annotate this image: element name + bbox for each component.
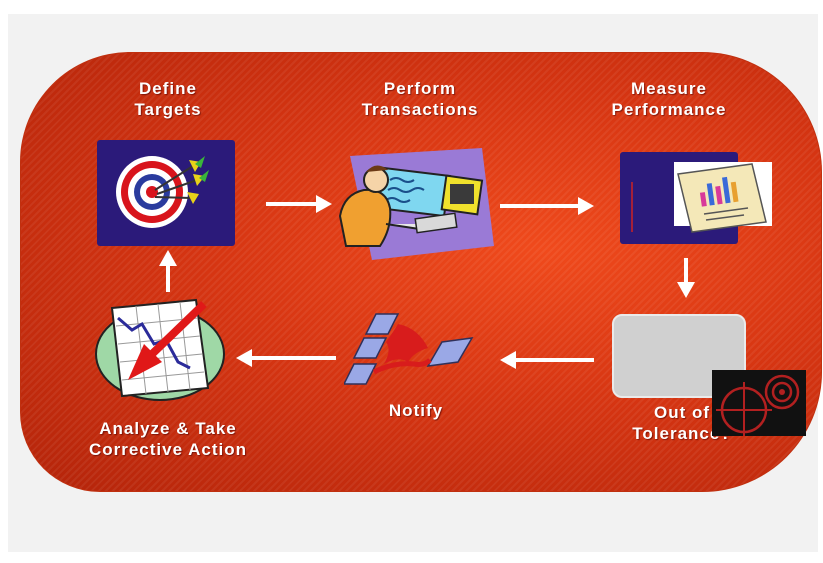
arrow-notify-to-analyze [236,349,336,367]
notify-label-line1: Notify [388,401,444,420]
declining-chart-icon [95,298,225,401]
measure-performance-label: Measure Performance [594,78,744,120]
out-of-tolerance-label: Out of Tolerance? [602,402,762,444]
arrow-tolerance-to-notify [500,351,594,369]
arrow-perform-to-measure [500,197,594,215]
arrow-analyze-to-define [159,250,177,292]
signal-flow-icon [344,313,474,385]
perform-label-line1: Perform [383,79,457,98]
perform-transactions-label: Perform Transactions [340,78,500,120]
measure-label-line1: Measure [631,79,707,98]
tolerance-label-line1: Out of [653,403,711,422]
process-banner [20,52,822,492]
perform-label-line2: Transactions [361,100,479,119]
measure-label-line2: Performance [611,100,727,119]
arrow-measure-to-tolerance [677,258,695,298]
define-label-line2: Targets [134,100,202,119]
tolerance-label-line2: Tolerance? [632,424,732,443]
analyze-label-line2: Corrective Action [88,440,248,459]
computer-worker-icon [338,148,494,260]
notify-label: Notify [366,400,466,421]
define-targets-label: Define Targets [108,78,228,120]
analyze-corrective-action-label: Analyze & Take Corrective Action [68,418,268,460]
define-label-line1: Define [139,79,197,98]
bar-chart-report-icon [620,152,772,244]
arrow-define-to-perform [266,195,332,213]
analyze-label-line1: Analyze & Take [99,419,237,438]
crosshair-icon [712,370,806,436]
target-icon [97,140,235,246]
